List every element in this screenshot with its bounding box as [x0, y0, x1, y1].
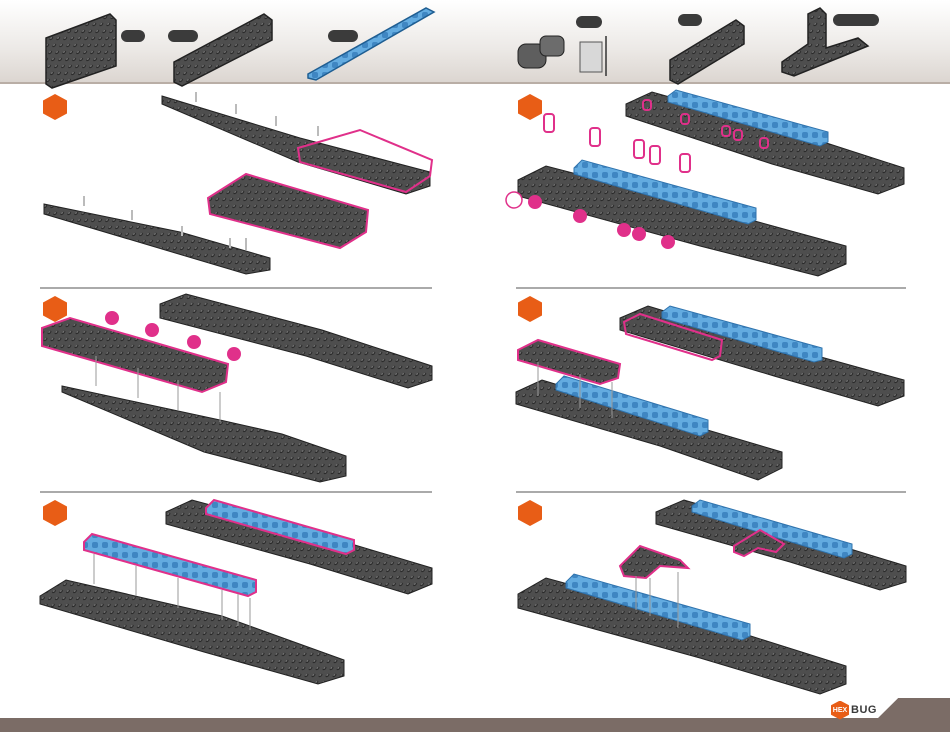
gray-plate-large-icon: [46, 14, 116, 88]
logo-hex-mark: HEX: [831, 701, 849, 720]
gray-l-bracket-icon: [782, 8, 868, 76]
step-left-2-illustration: [42, 294, 432, 482]
footer-bar: [0, 718, 950, 732]
axle-connector-icon: [518, 36, 606, 76]
step-right-3-illustration: [518, 500, 906, 694]
step-right-1-illustration: [506, 90, 904, 276]
blue-beam-long-icon: [308, 8, 434, 80]
step-right-2-illustration: [516, 306, 904, 480]
hexbug-logo: HEX BUG: [831, 700, 877, 720]
step-left-1-illustration: [44, 92, 432, 274]
gray-plate-medium-icon: [670, 20, 744, 84]
gray-plate-large-icon: [174, 14, 272, 86]
step-left-3-illustration: [40, 500, 432, 684]
logo-wordmark: BUG: [851, 704, 877, 716]
